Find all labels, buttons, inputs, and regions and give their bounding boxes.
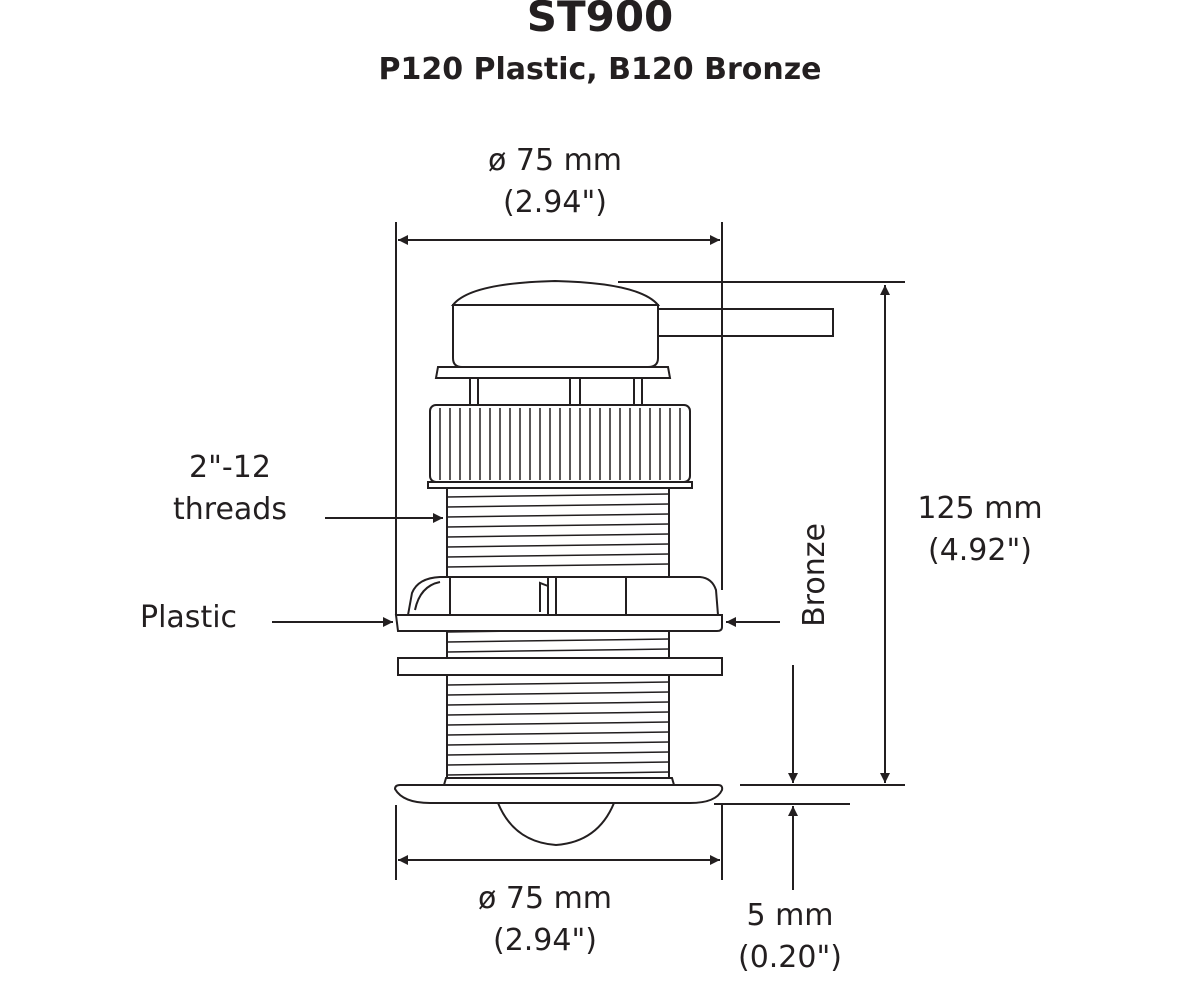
washer-upper [394, 614, 723, 632]
height-imperial: (4.92") [927, 533, 1032, 568]
transducer-face [497, 802, 615, 847]
protrusion-label: 5 mm (0.20") [705, 895, 875, 979]
top-diameter-metric: ø 75 mm [487, 143, 623, 178]
diagram-subtitle: P120 Plastic, B120 Bronze [378, 52, 822, 87]
plastic-callout: Plastic [140, 600, 238, 635]
top-diameter-imperial: (2.94") [502, 185, 607, 220]
bottom-diameter-metric: ø 75 mm [477, 881, 613, 916]
transducer-cap [434, 279, 672, 406]
hull-nut [406, 576, 720, 616]
diagram-title: ST900 [526, 0, 674, 41]
bottom-diameter-imperial: (2.94") [492, 923, 597, 958]
threads-callout: 2"-12 threads [150, 447, 310, 531]
bottom-diameter-label: ø 75 mm (2.94") [420, 878, 670, 962]
cable [655, 308, 834, 337]
height-metric: 125 mm [917, 491, 1043, 526]
washer-lower [397, 657, 723, 676]
protrusion-metric: 5 mm [746, 898, 834, 933]
bronze-callout: Bronze [797, 523, 832, 627]
threads-callout-line2: threads [173, 492, 287, 527]
height-label: 125 mm (4.92") [880, 488, 1080, 572]
knurled-locking-ring [427, 404, 693, 489]
top-diameter-label: ø 75 mm (2.94") [430, 140, 680, 224]
threaded-stem [446, 487, 670, 779]
threads-callout-line1: 2"-12 [189, 450, 271, 485]
protrusion-imperial: (0.20") [737, 940, 842, 975]
hull-flange [393, 777, 724, 804]
